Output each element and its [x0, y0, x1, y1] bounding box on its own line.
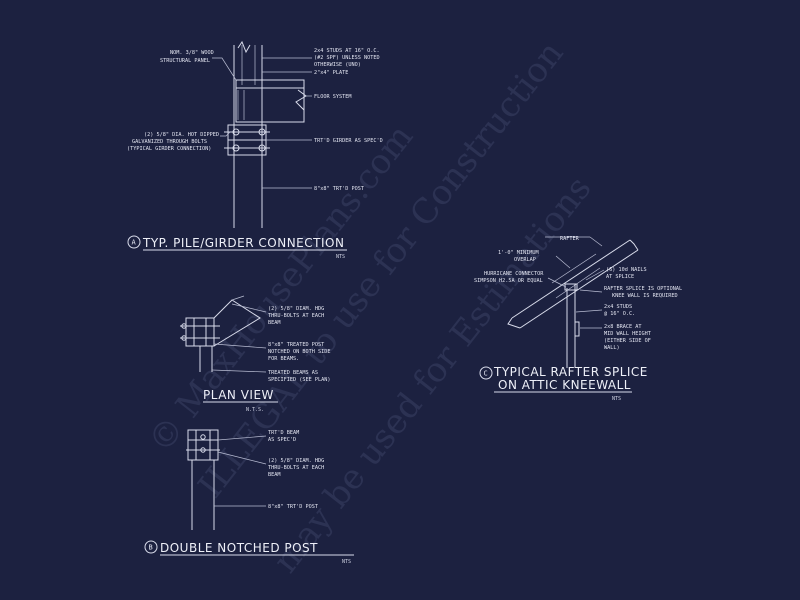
label-panel-2: STRUCTURAL PANEL: [160, 58, 210, 64]
b-label-bolts-1: (2) 5/8" DIAM. HDG: [268, 458, 324, 464]
b-label-bolts-2: THRU-BOLTS AT EACH: [268, 465, 324, 471]
label-studs-3: OTHERWISE (UNO): [314, 62, 361, 68]
watermark: © MaxHousePlans.com ILLEGAL to use for C…: [141, 34, 600, 581]
detail-b-double-notched-post: TRT'D BEAM AS SPEC'D (2) 5/8" DIAM. HDG …: [144, 429, 354, 565]
label-plate: 2"x4" PLATE: [314, 70, 348, 76]
c-label-nails-2: AT SPLICE: [606, 274, 634, 280]
label-girder: TRT'D GIRDER AS SPEC'D: [314, 138, 383, 144]
plan-label-beams-1: TREATED BEAMS AS: [268, 370, 318, 376]
c-label-overlap-2: OVERLAP: [514, 257, 536, 263]
c-label-nails-1: (6) 10d NAILS: [606, 267, 647, 273]
c-label-studs-2: @ 16" O.C.: [604, 311, 635, 317]
c-label-overlap-1: 1'-0" MINIMUM: [498, 250, 539, 256]
c-label-rafter: RAFTER: [560, 236, 580, 242]
plan-label-bolts-3: BEAM: [268, 320, 281, 326]
c-label-hurricane-2: SIMPSON H2.5A OR EQUAL: [474, 278, 543, 284]
b-label-post: 8"x8" TRT'D POST: [268, 504, 318, 510]
label-bolts-1: (2) 5/8" DIA. HOT DIPPED: [144, 132, 219, 138]
plan-label-post-2: NOTCHED ON BOTH SIDE: [268, 349, 330, 355]
b-label-beam-1: TRT'D BEAM: [268, 430, 299, 436]
detail-b-marker: B: [149, 544, 153, 552]
detail-a-title: TYP. PILE/GIRDER CONNECTION: [142, 236, 344, 250]
c-label-studs-1: 2x4 STUDS: [604, 304, 632, 310]
b-label-beam-2: AS SPEC'D: [268, 437, 296, 443]
label-panel-1: NOM. 3/8" WOOD: [170, 50, 214, 56]
plan-label-post-1: 8"x8" TREATED POST: [268, 342, 324, 348]
label-studs-1: 2x4 STUDS AT 16" O.C.: [314, 48, 380, 54]
plan-label-bolts-1: (2) 5/8" DIAM. HDG: [268, 306, 324, 312]
plan-view-scale: N.T.S.: [246, 407, 264, 413]
plan-label-beams-2: SPECIFIED (SEE PLAN): [268, 377, 330, 383]
c-label-optional-1: RAFTER SPLICE IS OPTIONAL: [604, 286, 682, 292]
detail-c-title-2: ON ATTIC KNEEWALL: [498, 378, 631, 392]
b-label-bolts-3: BEAM: [268, 472, 281, 478]
detail-a-scale: NTS: [336, 254, 345, 260]
c-label-brace-4: WALL): [604, 345, 620, 351]
label-bolts-2: GALVANIZED THROUGH BOLTS: [132, 139, 207, 145]
detail-c-rafter-splice: RAFTER 1'-0" MINIMUM OVERLAP HURRICANE C…: [474, 236, 682, 402]
plan-label-post-3: FOR BEAMS.: [268, 356, 299, 362]
c-label-brace-2: MID WALL HEIGHT: [604, 331, 651, 337]
detail-b-title: DOUBLE NOTCHED POST: [160, 541, 318, 555]
plan-view: (2) 5/8" DIAM. HDG THRU-BOLTS AT EACH BE…: [180, 295, 330, 413]
detail-c-title-1: TYPICAL RAFTER SPLICE: [493, 365, 648, 379]
detail-c-marker: C: [484, 370, 488, 378]
detail-c-scale: NTS: [612, 396, 621, 402]
label-floor-system: FLOOR SYSTEM: [314, 94, 351, 100]
c-label-optional-2: KNEE WALL IS REQUIRED: [612, 293, 678, 299]
label-studs-2: (#2 SPF) UNLESS NOTED: [314, 55, 380, 61]
c-label-brace-1: 2x8 BRACE AT: [604, 324, 641, 330]
detail-a-pile-girder-connection: NOM. 3/8" WOOD STRUCTURAL PANEL 2x4 STUD…: [127, 40, 383, 260]
c-label-hurricane-1: HURRICANE CONNECTOR: [484, 271, 544, 277]
plan-view-title: PLAN VIEW: [203, 388, 274, 402]
label-post: 8"x8" TRT'D POST: [314, 186, 364, 192]
plan-label-bolts-2: THRU-BOLTS AT EACH: [268, 313, 324, 319]
detail-b-scale: NTS: [342, 559, 351, 565]
label-bolts-3: (TYPICAL GIRDER CONNECTION): [127, 146, 211, 152]
c-label-brace-3: (EITHER SIDE OF: [604, 338, 651, 344]
detail-a-marker: A: [132, 239, 137, 247]
